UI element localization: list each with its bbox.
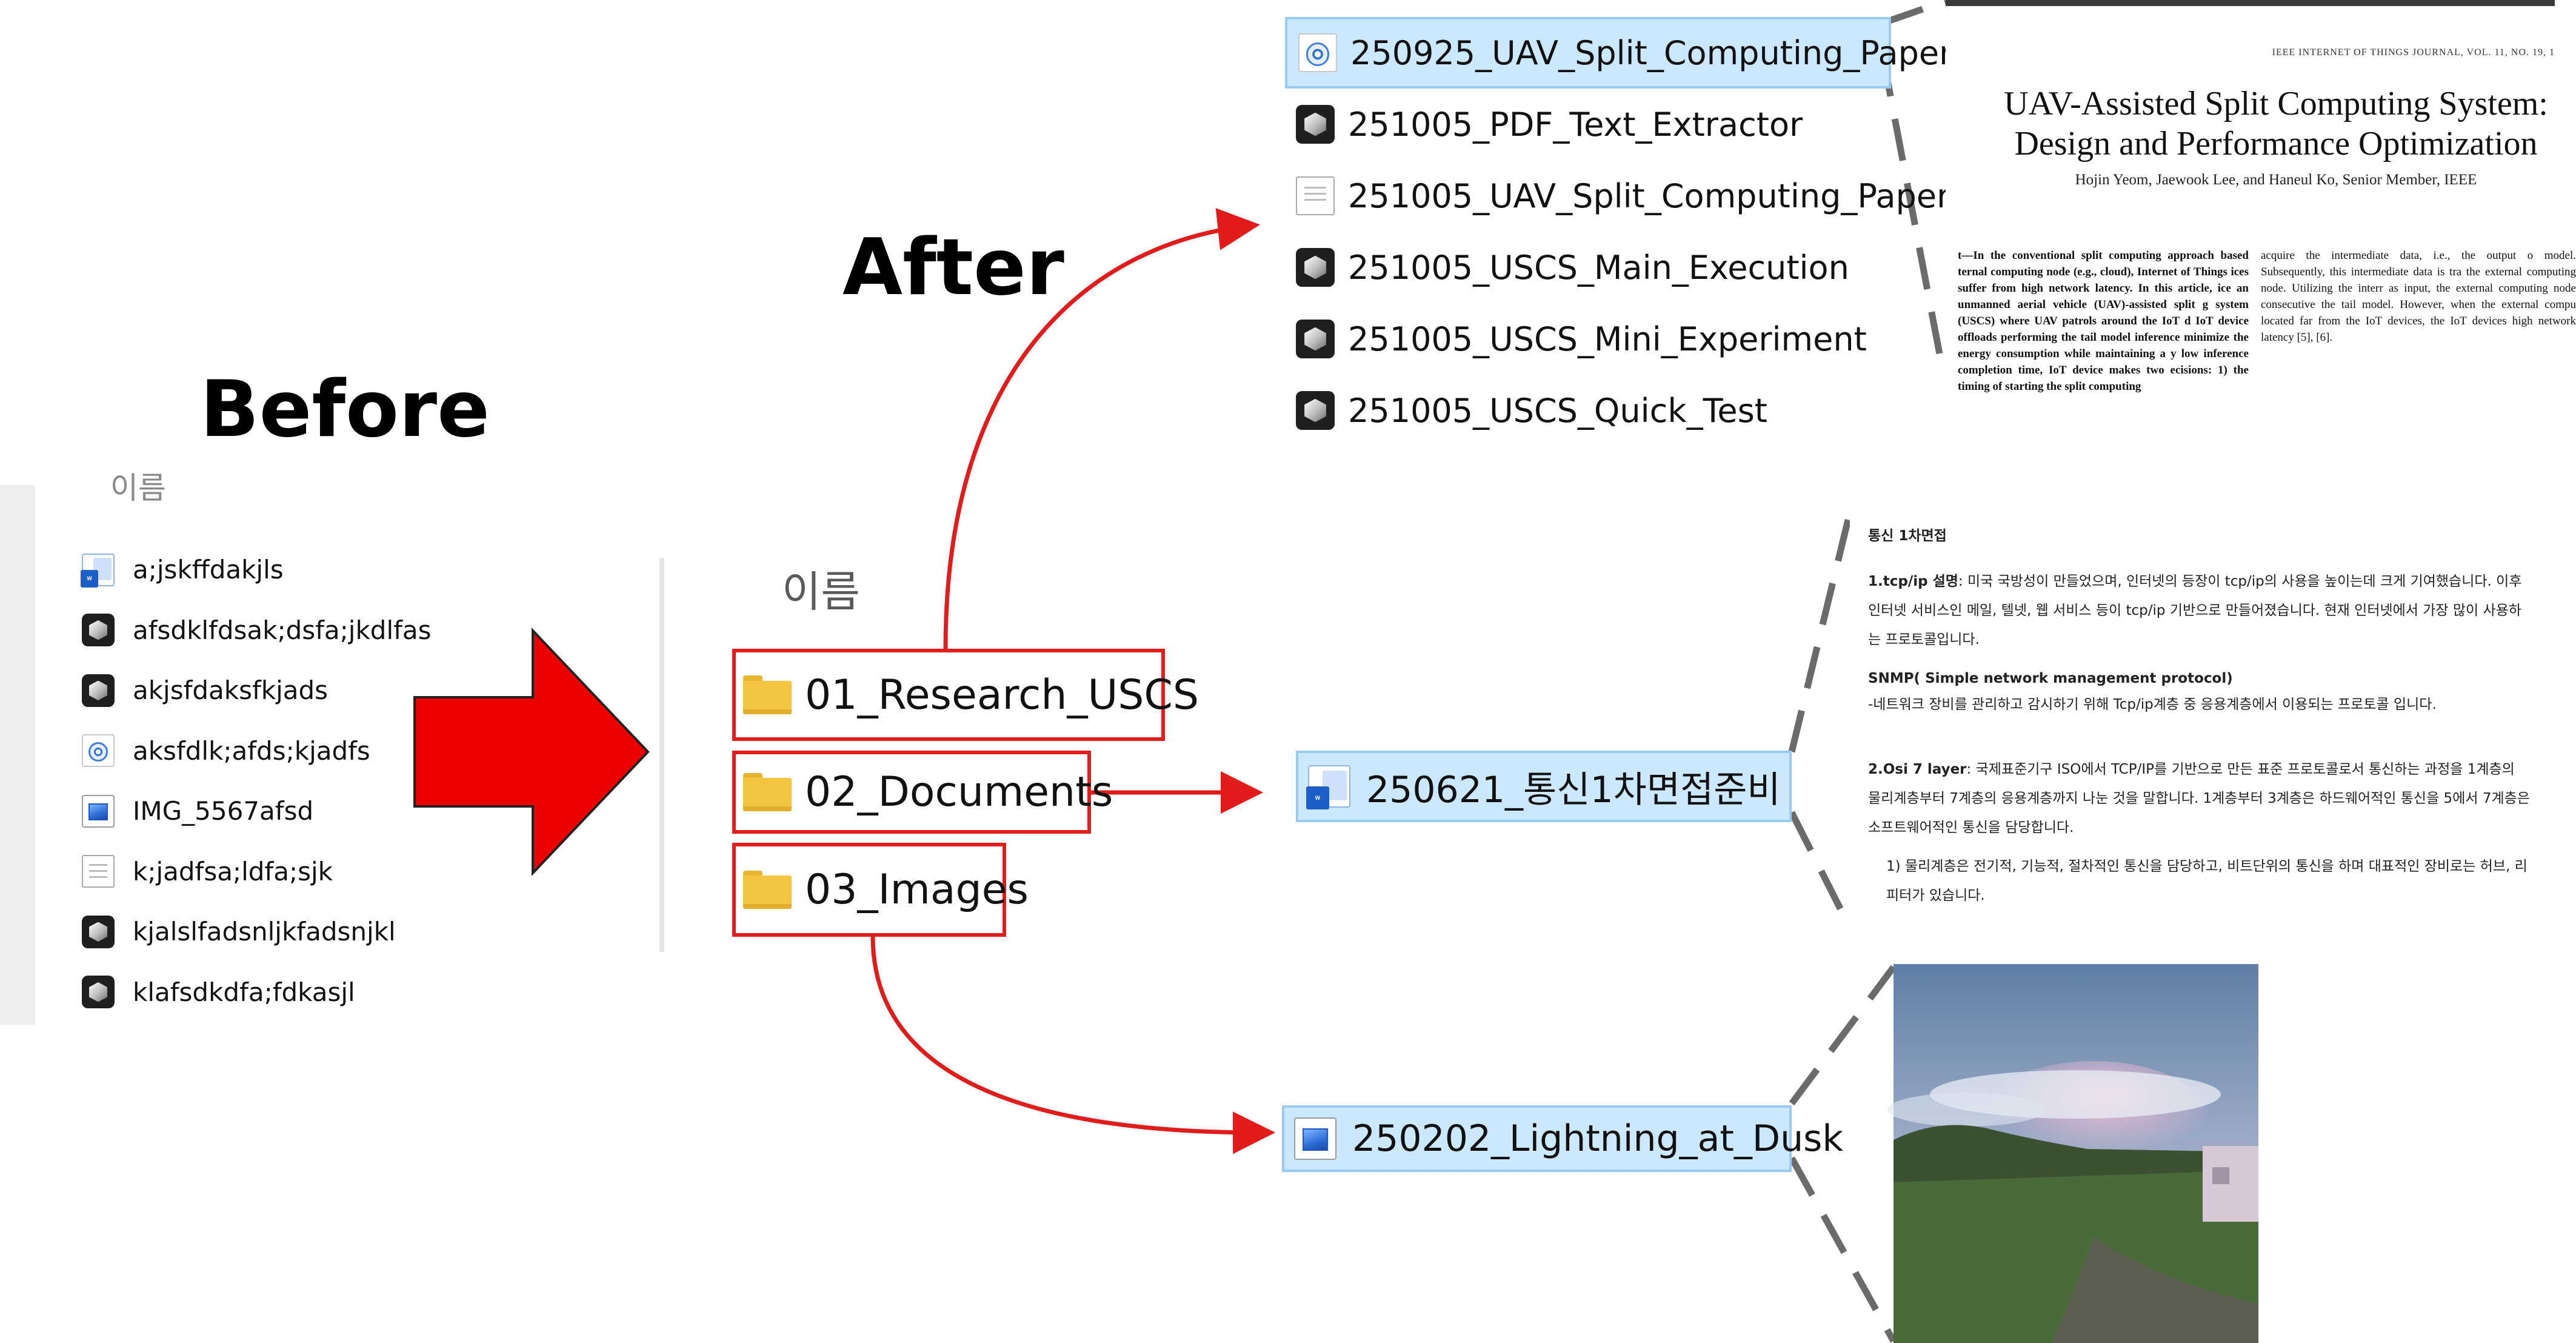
doc-paragraph: 2.Osi 7 layer: 국제표준기구 ISO에서 TCP/IP를 기반으로… bbox=[1868, 755, 2532, 842]
doc-text: : 국제표준기구 ISO에서 TCP/IP를 기반으로 만든 표준 프로토콜로서… bbox=[1868, 762, 2530, 836]
research-file-row-selected[interactable]: 250925_UAV_Split_Computing_Paper bbox=[1285, 17, 1952, 89]
photo-preview-link bbox=[1789, 965, 1897, 1106]
before-file-row[interactable]: aksfdlk;afds;kjadfs bbox=[82, 721, 627, 782]
file-name: 251005_USCS_Mini_Experiment bbox=[1348, 320, 1867, 358]
before-file-row[interactable]: akjsfdaksfkjads bbox=[82, 660, 627, 721]
folder-label: 01_Research_USCS bbox=[805, 671, 1200, 719]
file-name: 250621_통신1차면접준비 bbox=[1366, 768, 1781, 811]
doc-text: -네트워크 장비를 관리하고 감시하기 위해 Tcp/ip계층 중 응용계층에서… bbox=[1868, 697, 2437, 712]
doc-label: 2.Osi 7 layer bbox=[1868, 762, 1967, 777]
before-column-header[interactable]: 이름 bbox=[110, 471, 166, 506]
photo-preview-link bbox=[1789, 1156, 1897, 1343]
chrome-html-icon bbox=[82, 734, 115, 768]
file-name: a;jskffdakjls bbox=[133, 555, 284, 585]
file-name: 251005_USCS_Quick_Test bbox=[1348, 391, 1767, 430]
doc-text: 1) 물리계층은 전기적, 기능적, 절차적인 통신을 담당하고, 비트단위의 … bbox=[1886, 859, 2528, 903]
research-file-row[interactable]: 251005_USCS_Main_Execution bbox=[1285, 232, 1891, 303]
paper-title-line: UAV-Assisted Split Computing System: bbox=[2004, 85, 2548, 122]
folder-icon bbox=[743, 870, 792, 909]
research-file-row[interactable]: 251005_UAV_Split_Computing_Paper bbox=[1285, 160, 1950, 232]
word-doc-icon: W bbox=[1306, 765, 1350, 810]
file-name: aksfdlk;afds;kjadfs bbox=[133, 735, 370, 766]
folder-label: 02_Documents bbox=[805, 768, 1113, 816]
paper-preview-link bbox=[1881, 0, 1947, 27]
paper-title-line: Design and Performance Optimization bbox=[2014, 125, 2538, 162]
after-column-header[interactable]: 이름 bbox=[782, 567, 860, 617]
research-connector bbox=[943, 208, 1260, 649]
text-doc-icon bbox=[1296, 176, 1335, 215]
transform-arrow-icon bbox=[413, 627, 650, 877]
file-name: 250925_UAV_Split_Computing_Paper bbox=[1350, 33, 1953, 72]
before-file-row[interactable]: W a;jskffdakjls bbox=[81, 540, 627, 600]
chrome-html-icon bbox=[1298, 33, 1337, 72]
app-icon bbox=[1296, 105, 1335, 144]
doc-preview-link bbox=[1789, 811, 1853, 929]
after-heading: After bbox=[843, 223, 1064, 313]
doc-text: : 미국 국방성이 만들었으며, 인터넷의 등장이 tcp/ip의 사용을 높이… bbox=[1868, 574, 2522, 648]
app-icon bbox=[82, 915, 115, 948]
file-name: 251005_UAV_Split_Computing_Paper bbox=[1348, 176, 1950, 215]
file-name: 251005_PDF_Text_Extractor bbox=[1348, 105, 1803, 144]
before-file-row[interactable]: afsdklfdsak;dsfa;jkdlfas bbox=[82, 600, 627, 661]
app-icon bbox=[82, 614, 115, 647]
paper-header-rule bbox=[1946, 0, 2555, 6]
paper-title: UAV-Assisted Split Computing System: Des… bbox=[1997, 84, 2555, 164]
file-name: kjalslfadsnljkfadsnjkl bbox=[133, 917, 396, 947]
folder-research[interactable]: 01_Research_USCS bbox=[732, 649, 1199, 741]
image-file-icon bbox=[1294, 1117, 1336, 1160]
before-panel-divider bbox=[659, 558, 664, 952]
before-file-row[interactable]: k;jadfsa;ldfa;sjk bbox=[82, 842, 627, 902]
images-file-row-selected[interactable]: 250202_Lightning_at_Dusk bbox=[1282, 1105, 1843, 1172]
app-icon bbox=[1296, 320, 1335, 358]
doc-paragraph: 1.tcp/ip 설명: 미국 국방성이 만들었으며, 인터넷의 등장이 tcp… bbox=[1868, 567, 2532, 654]
before-file-row[interactable]: IMG_5567afsd bbox=[82, 781, 627, 842]
folder-documents[interactable]: 02_Documents bbox=[732, 751, 1113, 834]
paper-journal: IEEE INTERNET OF THINGS JOURNAL, VOL. 11… bbox=[2272, 47, 2555, 58]
images-connector bbox=[870, 936, 1275, 1154]
image-file-icon bbox=[82, 794, 115, 828]
paper-body: acquire the intermediate data, i.e., the… bbox=[2261, 249, 2576, 344]
documents-file-row-selected[interactable]: W 250621_통신1차면접준비 bbox=[1296, 751, 1792, 822]
file-name: 250202_Lightning_at_Dusk bbox=[1352, 1117, 1844, 1160]
before-nav-strip bbox=[0, 485, 35, 1025]
doc-heading: 통신 1차면접 bbox=[1868, 528, 1947, 544]
paper-preview: IEEE INTERNET OF THINGS JOURNAL, VOL. 11… bbox=[1946, 0, 2576, 393]
doc-label: SNMP( Simple network management protocol… bbox=[1868, 671, 2233, 686]
app-icon bbox=[82, 674, 115, 707]
lightning-photo bbox=[1887, 964, 2258, 1343]
before-file-row[interactable]: klafsdkdfa;fdkasjl bbox=[82, 962, 627, 1023]
word-doc-icon: W bbox=[81, 553, 115, 588]
doc-label: 1.tcp/ip 설명 bbox=[1868, 574, 1958, 589]
file-name: 251005_USCS_Main_Execution bbox=[1348, 248, 1849, 287]
paper-abstract: t—In the conventional split computing ap… bbox=[1958, 249, 2249, 393]
app-icon bbox=[1296, 248, 1335, 287]
folder-icon bbox=[743, 772, 792, 812]
before-file-row[interactable]: kjalslfadsnljkfadsnjkl bbox=[82, 902, 627, 962]
folder-icon bbox=[743, 675, 792, 714]
text-doc-icon bbox=[82, 855, 115, 888]
file-name: afsdklfdsak;dsfa;jkdlfas bbox=[133, 615, 432, 645]
app-icon bbox=[1296, 391, 1335, 430]
app-icon bbox=[82, 976, 115, 1009]
research-file-row[interactable]: 251005_USCS_Quick_Test bbox=[1285, 375, 1891, 446]
research-file-list: 250925_UAV_Split_Computing_Paper 251005_… bbox=[1285, 17, 1952, 446]
doc-preview-link bbox=[1788, 511, 1854, 753]
doc-preview: 통신 1차면접 1.tcp/ip 설명: 미국 국방성이 만들었으며, 인터넷의… bbox=[1850, 509, 2555, 934]
file-name: IMG_5567afsd bbox=[133, 796, 314, 826]
before-heading: Before bbox=[200, 364, 490, 455]
file-name: k;jadfsa;ldfa;sjk bbox=[133, 856, 333, 886]
paper-preview-link bbox=[1879, 53, 1946, 371]
folder-label: 03_Images bbox=[805, 866, 1029, 914]
before-file-list: W a;jskffdakjls afsdklfdsak;dsfa;jkdlfas… bbox=[81, 540, 627, 1023]
research-file-row[interactable]: 251005_PDF_Text_Extractor bbox=[1285, 89, 1891, 160]
file-name: klafsdkdfa;fdkasjl bbox=[133, 977, 355, 1007]
research-file-row[interactable]: 251005_USCS_Mini_Experiment bbox=[1285, 303, 1891, 375]
paper-authors: Hojin Yeom, Jaewook Lee, and Haneul Ko, … bbox=[2075, 172, 2477, 188]
file-name: akjsfdaksfkjads bbox=[133, 675, 329, 706]
folder-images[interactable]: 03_Images bbox=[732, 843, 1029, 937]
